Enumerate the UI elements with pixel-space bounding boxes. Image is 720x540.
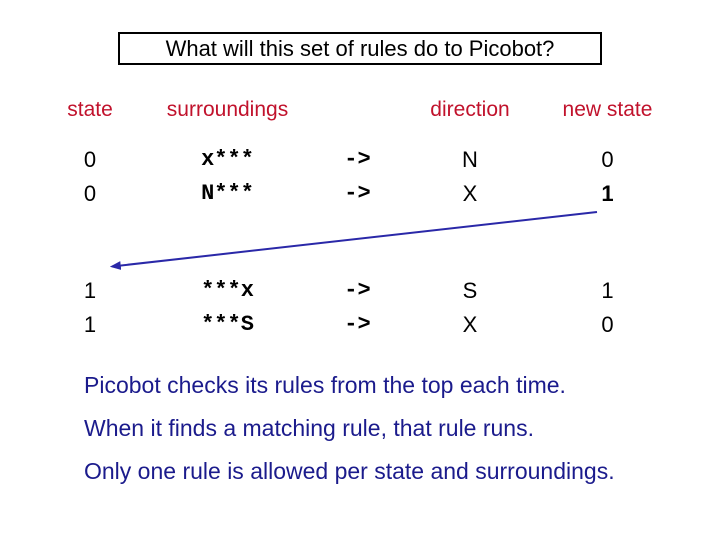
rule-2-surroundings: N*** (201, 181, 254, 206)
rule-3-arrow: -> (344, 278, 371, 303)
header-new-state: new state (562, 98, 653, 121)
rule-2-state: 0 (83, 181, 97, 206)
rule-row-4: 1 ***S -> X 0 (0, 312, 720, 340)
rule-3-surroundings: ***x (201, 278, 254, 303)
rule-1-arrow: -> (344, 147, 371, 172)
header-state: state (67, 98, 113, 121)
header-direction: direction (430, 98, 510, 121)
rule-2-arrow: -> (344, 181, 371, 206)
rule-1-surroundings: x*** (201, 147, 254, 172)
slide-title: What will this set of rules do to Picobo… (165, 35, 555, 61)
rule-row-3: 1 ***x -> S 1 (0, 278, 720, 306)
rule-4-arrow: -> (344, 312, 371, 337)
note-one-rule: Only one rule is allowed per state and s… (84, 458, 615, 484)
rule-2-new-state: 1 (601, 181, 614, 206)
rule-3-new-state: 1 (601, 278, 614, 303)
header-surroundings: surroundings (166, 98, 289, 121)
rule-2-direction: X (462, 181, 478, 206)
note-checks-rules: Picobot checks its rules from the top ea… (84, 372, 566, 398)
rule-row-1: 0 x*** -> N 0 (0, 147, 720, 175)
note-matching-rule: When it finds a matching rule, that rule… (84, 415, 534, 441)
rules-table-header-row: state surroundings direction new state (0, 98, 720, 126)
rule-3-state: 1 (83, 278, 97, 303)
rule-4-state: 1 (83, 312, 97, 337)
rule-1-direction: N (462, 147, 478, 172)
rule-1-new-state: 0 (601, 147, 614, 172)
rule-row-2: 0 N*** -> X 1 (0, 181, 720, 209)
rule-4-new-state: 0 (601, 312, 614, 337)
rule-4-surroundings: ***S (201, 312, 254, 337)
rule-3-direction: S (462, 278, 478, 303)
title-box: What will this set of rules do to Picobo… (118, 32, 602, 65)
rule-4-direction: X (462, 312, 478, 337)
rule-1-state: 0 (83, 147, 97, 172)
